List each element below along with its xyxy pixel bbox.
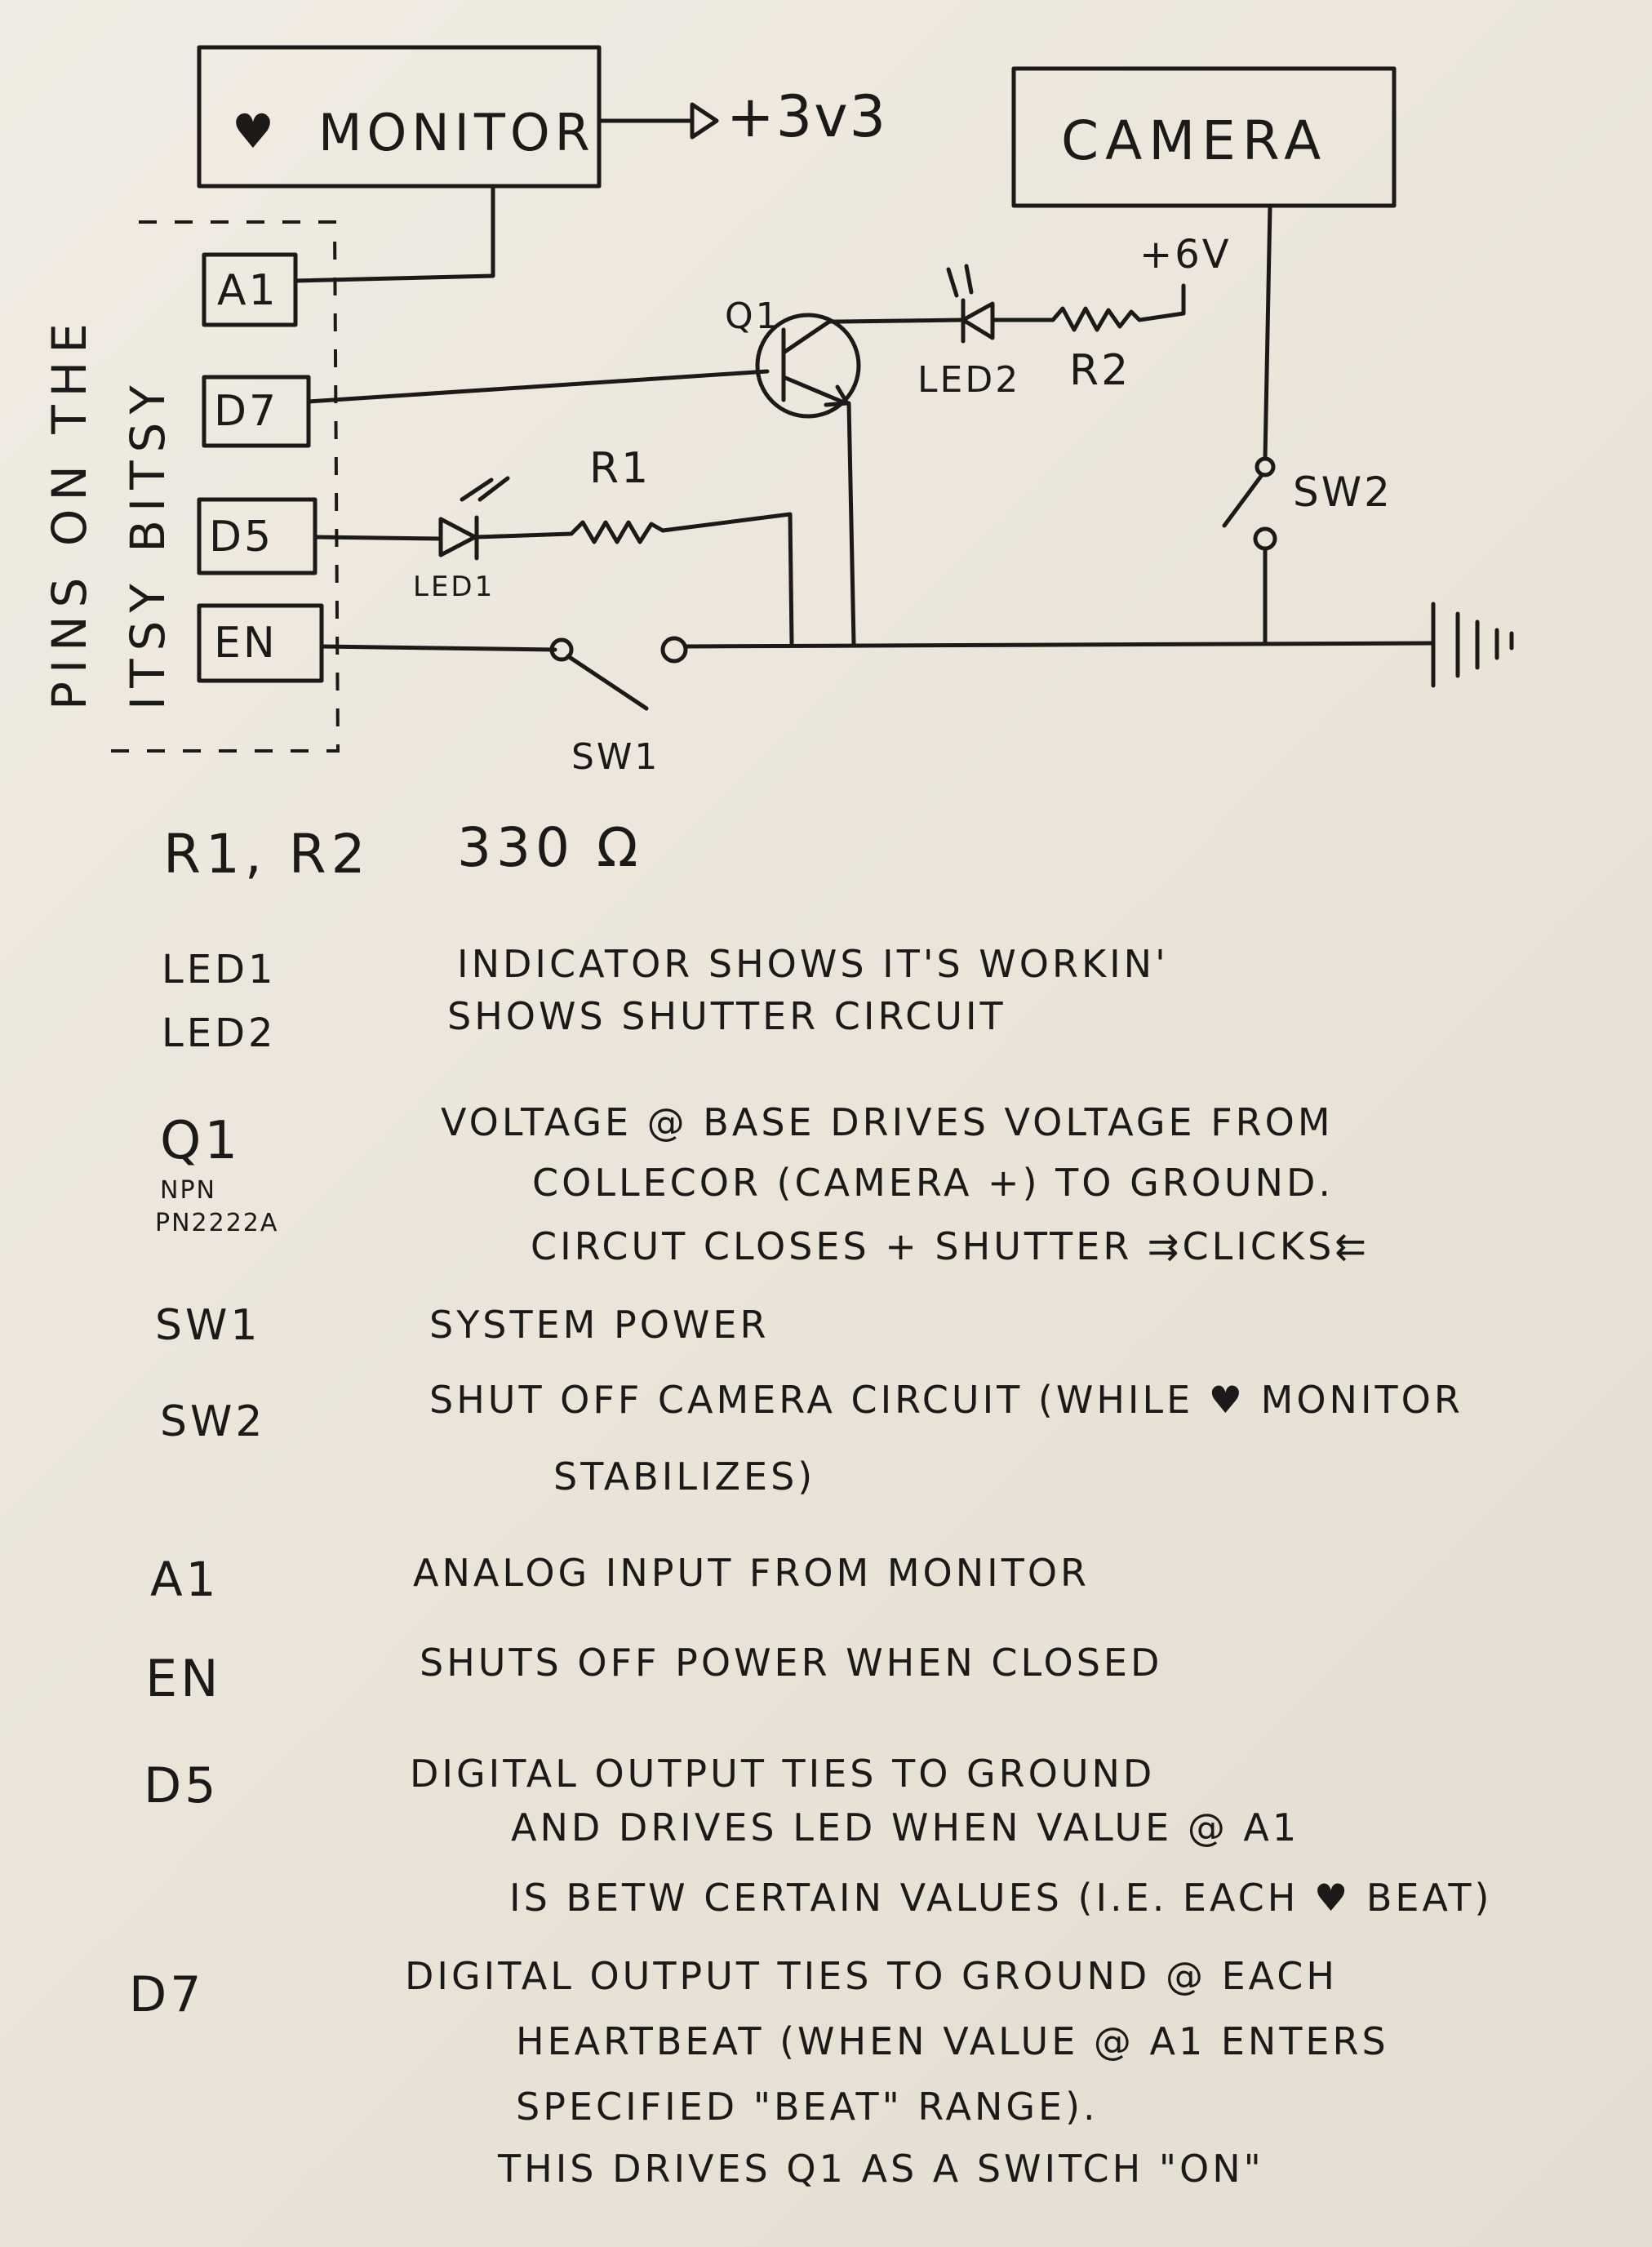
legend-text-led1: INDICATOR SHOWS IT'S WORKIN' xyxy=(457,942,1169,986)
board-label-inner: ITSY BITSY xyxy=(120,377,175,710)
legend-key-d5: D5 xyxy=(144,1757,220,1814)
pin-a1-label: A1 xyxy=(217,266,278,315)
q1-collector xyxy=(781,318,964,355)
legend-key-led1: LED1 xyxy=(162,947,277,992)
legend-text-q1-line1: VOLTAGE @ BASE DRIVES VOLTAGE FROM xyxy=(441,1100,1334,1144)
ground-symbol xyxy=(1431,602,1514,688)
wire-camera-sw2 xyxy=(1263,203,1272,461)
legend-text-d7-line4: THIS DRIVES Q1 AS A SWITCH "ON" xyxy=(498,2147,1264,2191)
board-label-outer: PINS ON THE xyxy=(42,315,97,710)
supply-6v-label: +6V xyxy=(1139,232,1232,278)
legend-key-a1: A1 xyxy=(150,1552,220,1607)
legend-text-d7-line1: DIGITAL OUTPUT TIES TO GROUND @ EACH xyxy=(405,1954,1339,1998)
legend-text-sw2-line1: SHUT OFF CAMERA CIRCUIT (WHILE ♥ MONITOR xyxy=(429,1378,1463,1422)
monitor-box xyxy=(197,45,602,189)
legend-key-sw2: SW2 xyxy=(160,1397,266,1446)
schematic-diagram xyxy=(106,45,1514,753)
led2-arrows xyxy=(946,264,974,298)
camera-label: CAMERA xyxy=(1061,109,1328,172)
heart-icon: ♥ xyxy=(232,104,279,159)
sw2-lever xyxy=(1222,473,1264,528)
legend-text-d7-line3: SPECIFIED "BEAT" RANGE). xyxy=(516,2085,1099,2129)
legend-text-led2: SHOWS SHUTTER CIRCUIT xyxy=(447,994,1006,1038)
pin-en-label: EN xyxy=(214,619,278,668)
monitor-label: MONITOR xyxy=(318,103,595,162)
sw2-terminal-top xyxy=(1255,456,1276,477)
legend-text-sw2-line2: STABILIZES) xyxy=(553,1454,816,1499)
led1-label: LED1 xyxy=(413,571,495,603)
sw1-lever xyxy=(566,654,649,711)
resistor-value-label: 330 Ω xyxy=(457,816,643,879)
pin-d5-label: D5 xyxy=(209,513,274,562)
ground-bus xyxy=(683,641,1434,649)
sw1-label: SW1 xyxy=(571,736,660,778)
pin-box-en xyxy=(197,603,324,683)
r1-resistor xyxy=(474,512,794,646)
q1-label: Q1 xyxy=(725,295,781,337)
led2-symbol xyxy=(961,298,995,344)
wire-monitor-a1 xyxy=(293,184,495,283)
supply-3v3-arrow xyxy=(690,102,719,140)
pin-box-d7 xyxy=(202,375,311,448)
legend-sub-q1-type: NPN xyxy=(160,1176,216,1205)
legend-text-d5-line2: AND DRIVES LED WHEN VALUE @ A1 xyxy=(511,1805,1300,1850)
legend-key-d7: D7 xyxy=(129,1966,205,2023)
board-outline xyxy=(106,220,340,753)
led1-arrows xyxy=(460,476,510,502)
wire-en-sw1 xyxy=(319,644,557,652)
camera-box xyxy=(1011,66,1397,208)
wire-d5-led1 xyxy=(313,535,443,541)
legend-text-q1-line2: COLLECOR (CAMERA +) TO GROUND. xyxy=(532,1161,1334,1205)
legend-text-a1: ANALOG INPUT FROM MONITOR xyxy=(413,1551,1090,1595)
legend-text-d5-line3: IS BETW CERTAIN VALUES (I.E. EACH ♥ BEAT… xyxy=(509,1876,1493,1920)
legend-key-en: EN xyxy=(145,1649,222,1708)
legend-sub-q1-part: PN2222A xyxy=(155,1209,279,1237)
legend-text-sw1: SYSTEM POWER xyxy=(429,1303,770,1347)
q1-emitter xyxy=(781,375,848,406)
legend-text-d5-line1: DIGITAL OUTPUT TIES TO GROUND xyxy=(410,1752,1156,1796)
q1-transistor xyxy=(755,313,861,419)
sw2-terminal-bottom xyxy=(1253,526,1277,551)
r2-resistor xyxy=(990,283,1186,332)
sw2-label: SW2 xyxy=(1293,468,1392,516)
legend-key-led2: LED2 xyxy=(162,1010,277,1056)
pin-d7-label: D7 xyxy=(214,387,279,436)
r2-label: R2 xyxy=(1069,346,1131,395)
supply-3v3-label: +3v3 xyxy=(726,83,888,150)
sw1-terminal-left xyxy=(549,637,574,662)
led2-label: LED2 xyxy=(917,359,1021,401)
legend-text-d7-line2: HEARTBEAT (WHEN VALUE @ A1 ENTERS xyxy=(516,2019,1389,2063)
wire-d7-base xyxy=(306,369,770,404)
sw1-terminal-right xyxy=(660,636,688,664)
resistor-parts-label: R1, R2 xyxy=(163,823,371,886)
r1-label: R1 xyxy=(589,444,651,493)
legend-text-q1-line3: CIRCUT CLOSES + SHUTTER ⇉CLICKS⇇ xyxy=(531,1224,1370,1268)
legend-text-en: SHUTS OFF POWER WHEN CLOSED xyxy=(420,1641,1163,1685)
led1-symbol xyxy=(438,515,479,561)
wire-emitter-ground xyxy=(846,401,856,646)
legend-key-sw1: SW1 xyxy=(155,1301,261,1350)
legend-key-q1: Q1 xyxy=(160,1111,242,1171)
pin-box-a1 xyxy=(202,252,298,327)
